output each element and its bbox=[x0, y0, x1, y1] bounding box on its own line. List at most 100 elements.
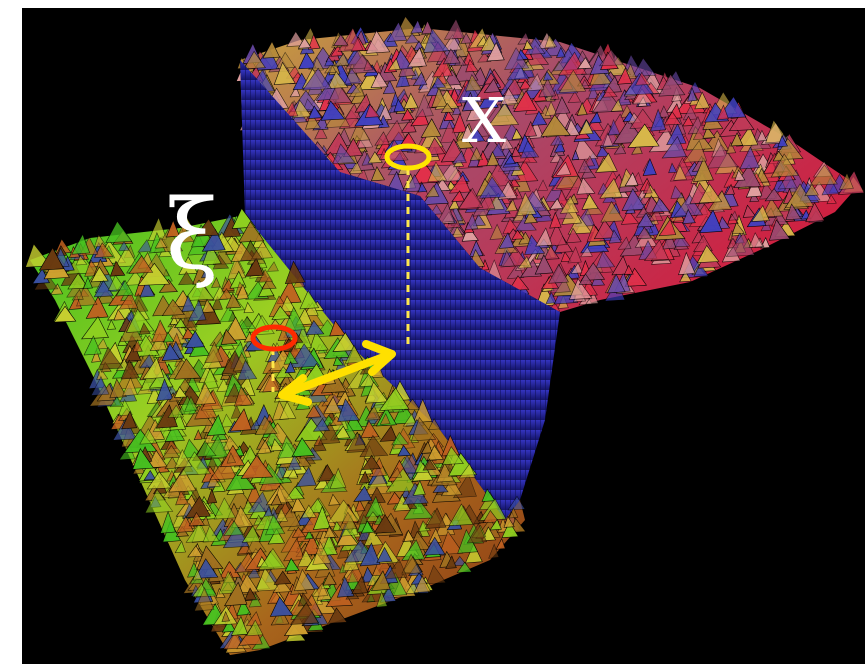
surface-facet bbox=[465, 59, 479, 73]
surface-facet bbox=[324, 62, 337, 74]
surface-facet bbox=[307, 33, 321, 50]
surface-facet bbox=[457, 187, 484, 210]
surface-facet bbox=[431, 86, 448, 108]
surface-facet bbox=[328, 493, 341, 506]
surface-facet bbox=[594, 152, 618, 173]
surface-facet bbox=[243, 50, 266, 70]
surface-facet bbox=[262, 371, 281, 393]
surface-facet bbox=[322, 571, 337, 586]
surface-facet bbox=[624, 172, 639, 187]
surface-facet bbox=[118, 240, 130, 252]
surface-facet bbox=[544, 34, 558, 48]
surface-facet bbox=[312, 505, 331, 530]
surface-facet bbox=[90, 266, 109, 283]
surface-facet bbox=[109, 396, 125, 408]
surface-facet bbox=[176, 515, 195, 533]
surface-facet bbox=[542, 70, 554, 81]
surface-facet bbox=[174, 540, 186, 554]
surface-facet bbox=[488, 543, 500, 559]
surface-facet bbox=[438, 530, 464, 556]
surface-facet bbox=[211, 276, 221, 288]
surface-facet bbox=[404, 398, 421, 411]
surface-facet bbox=[284, 260, 306, 284]
surface-facet bbox=[188, 338, 211, 357]
surface-facet bbox=[229, 408, 252, 432]
surface-facet bbox=[283, 537, 305, 562]
surface-facet bbox=[342, 137, 364, 157]
surface-facet bbox=[146, 449, 168, 469]
surface-facet bbox=[195, 218, 220, 237]
surface-facet bbox=[469, 146, 483, 161]
surface-facet bbox=[132, 338, 143, 353]
surface-facet bbox=[617, 236, 632, 250]
surface-facet bbox=[139, 354, 156, 369]
surface-facet bbox=[202, 525, 220, 543]
surface-facet bbox=[105, 220, 133, 244]
double-headed-arrow bbox=[278, 340, 396, 406]
surface-facet bbox=[402, 412, 417, 427]
surface-facet bbox=[627, 123, 660, 148]
surface-facet bbox=[565, 227, 582, 244]
surface-facet bbox=[395, 68, 410, 88]
surface-facet bbox=[621, 188, 647, 211]
surface-facet bbox=[327, 81, 352, 104]
surface-facet bbox=[624, 267, 647, 287]
surface-facet bbox=[432, 480, 449, 493]
surface-facet bbox=[363, 59, 374, 71]
surface-facet bbox=[647, 208, 664, 222]
surface-facet bbox=[287, 454, 302, 471]
surface-facet bbox=[661, 231, 677, 250]
surface-facet bbox=[389, 467, 403, 479]
surface-facet bbox=[445, 555, 457, 569]
surface-facet bbox=[115, 279, 134, 297]
surface-facet bbox=[466, 100, 484, 122]
surface-facet bbox=[650, 108, 667, 132]
surface-facet bbox=[632, 57, 657, 77]
surface-facet bbox=[581, 193, 599, 210]
surface-facet bbox=[305, 111, 321, 130]
surface-facet bbox=[546, 222, 567, 247]
surface-facet bbox=[385, 468, 419, 493]
surface-facet bbox=[632, 88, 653, 105]
surface-facet bbox=[458, 462, 476, 479]
surface-facet bbox=[213, 497, 237, 520]
surface-facet bbox=[244, 257, 264, 277]
surface-facet bbox=[785, 203, 802, 221]
surface-facet bbox=[687, 86, 698, 102]
surface-facet bbox=[461, 91, 478, 112]
surface-facet bbox=[423, 28, 450, 53]
surface-facet bbox=[443, 18, 465, 40]
surface-facet bbox=[346, 432, 369, 453]
surface-facet bbox=[194, 558, 219, 579]
surface-facet bbox=[426, 444, 444, 461]
surface-facet bbox=[466, 522, 488, 544]
surface-facet bbox=[201, 228, 226, 252]
surface-facet bbox=[756, 129, 768, 142]
surface-facet bbox=[349, 120, 371, 142]
surface-facet bbox=[161, 342, 181, 361]
surface-facet bbox=[423, 536, 446, 556]
surface-facet bbox=[289, 86, 301, 98]
surface-facet bbox=[549, 211, 562, 229]
surface-facet bbox=[481, 488, 496, 502]
surface-facet bbox=[169, 314, 179, 325]
surface-facet bbox=[184, 330, 206, 349]
lower-valley-surface bbox=[25, 207, 527, 655]
cliff-wall bbox=[240, 60, 560, 520]
surface-facet bbox=[233, 385, 253, 407]
surface-facet bbox=[616, 67, 633, 85]
surface-facet bbox=[344, 344, 364, 364]
surface-facet bbox=[83, 335, 102, 356]
surface-facet bbox=[606, 273, 626, 294]
surface-facet bbox=[577, 159, 592, 174]
surface-facet bbox=[71, 288, 84, 301]
surface-facet bbox=[164, 422, 185, 442]
surface-facet bbox=[184, 395, 199, 412]
surface-facet bbox=[602, 132, 614, 148]
surface-facet bbox=[728, 210, 739, 221]
surface-facet bbox=[293, 568, 315, 592]
surface-facet bbox=[734, 169, 746, 182]
surface-facet bbox=[375, 590, 388, 608]
surface-facet bbox=[531, 110, 548, 126]
surface-facet bbox=[327, 607, 348, 624]
